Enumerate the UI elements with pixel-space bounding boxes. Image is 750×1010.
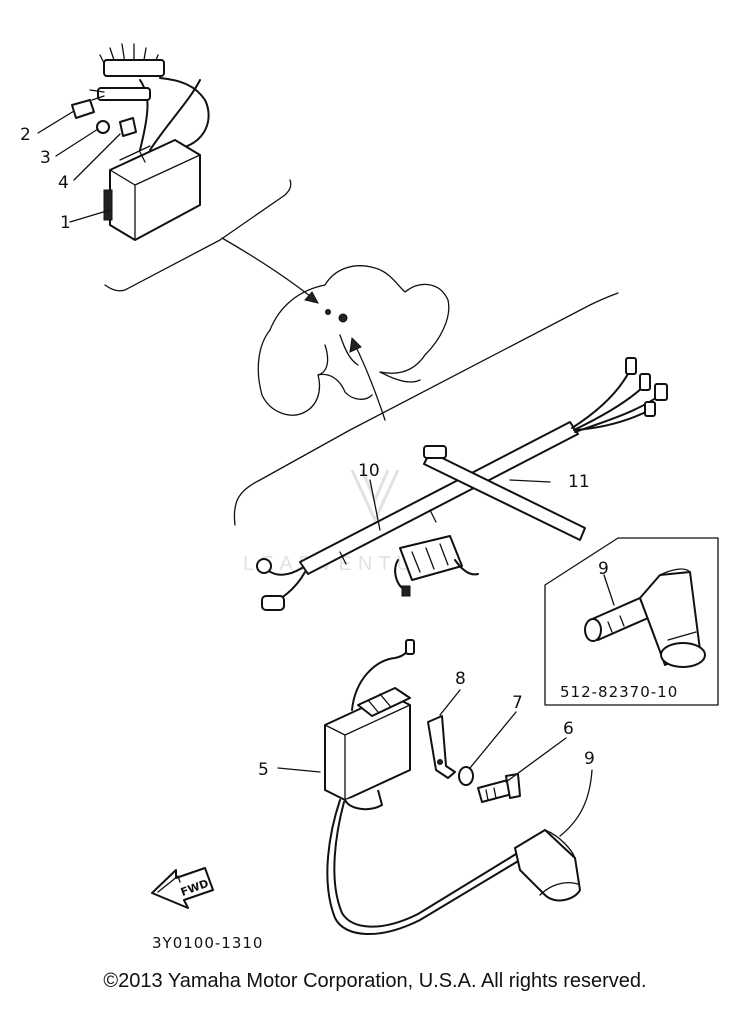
copyright-notice: ©2013 Yamaha Motor Corporation, U.S.A. A… xyxy=(103,970,647,992)
fwd-arrow-icon: FWD xyxy=(151,867,214,909)
wire-harness-assembly: 10 11 xyxy=(256,357,668,611)
callout-7: 7 xyxy=(512,693,523,713)
diagram-code: 3Y0100-1310 xyxy=(152,934,263,952)
callout-4: 4 xyxy=(58,173,69,193)
callout-9: 9 xyxy=(584,749,595,769)
callout-3: 3 xyxy=(40,148,51,168)
ignition-coil-assembly: 5 9 xyxy=(258,639,595,936)
motorcycle-silhouette xyxy=(257,265,450,416)
callout-11: 11 xyxy=(568,472,590,492)
callout-2: 2 xyxy=(20,125,31,145)
cdi-unit-assembly: 2 3 4 1 xyxy=(20,43,210,241)
locator-arrow-mid xyxy=(354,344,386,421)
locator-arrow-top xyxy=(221,237,316,301)
coil-mount-hardware: 8 7 6 xyxy=(427,669,574,803)
group-bracket-mid xyxy=(233,292,619,526)
watermark: LEADVENTURE xyxy=(243,469,457,575)
callout-5: 5 xyxy=(258,760,269,780)
spark-plug-cap-inset: 9 512-82370-10 xyxy=(544,537,719,706)
group-bracket-top xyxy=(104,179,292,292)
callout-6: 6 xyxy=(563,719,574,739)
callout-8: 8 xyxy=(455,669,466,689)
callout-1: 1 xyxy=(60,213,71,233)
callout-9-inset: 9 xyxy=(598,559,609,579)
inset-part-number: 512-82370-10 xyxy=(560,683,678,701)
callout-10: 10 xyxy=(358,461,380,481)
watermark-text: LEADVENTURE xyxy=(243,553,457,575)
